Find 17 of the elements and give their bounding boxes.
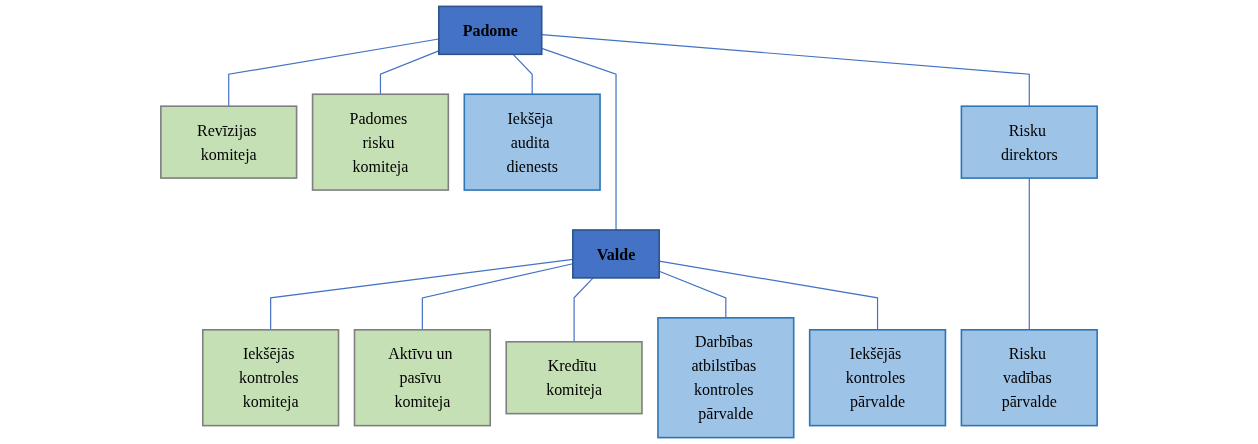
connector: [1028, 177, 1030, 331]
node-box: Darbības atbilstības kontroles pārvalde: [657, 317, 795, 439]
connector: [541, 33, 1030, 107]
node-box: Iekšējās kontroles pārvalde: [808, 329, 947, 427]
node-box: Risku direktors: [960, 105, 1098, 179]
node-box: Iekšējās kontroles komiteja: [201, 329, 340, 427]
connector: [541, 47, 617, 231]
node-box: Padomes risku komiteja: [311, 93, 450, 191]
node-box: Iekšēja audita dienests: [463, 93, 601, 191]
node-box: Valde: [572, 229, 660, 279]
node-box: Padome: [438, 5, 543, 56]
node-box: Aktīvu un pasīvu komiteja: [353, 329, 492, 427]
connector: [573, 277, 594, 343]
node-box: Revīzijas komiteja: [160, 105, 298, 179]
connector: [512, 53, 533, 95]
node-box: Kredītu komiteja: [505, 340, 643, 415]
node-box: Risku vadības pārvalde: [960, 329, 1098, 427]
